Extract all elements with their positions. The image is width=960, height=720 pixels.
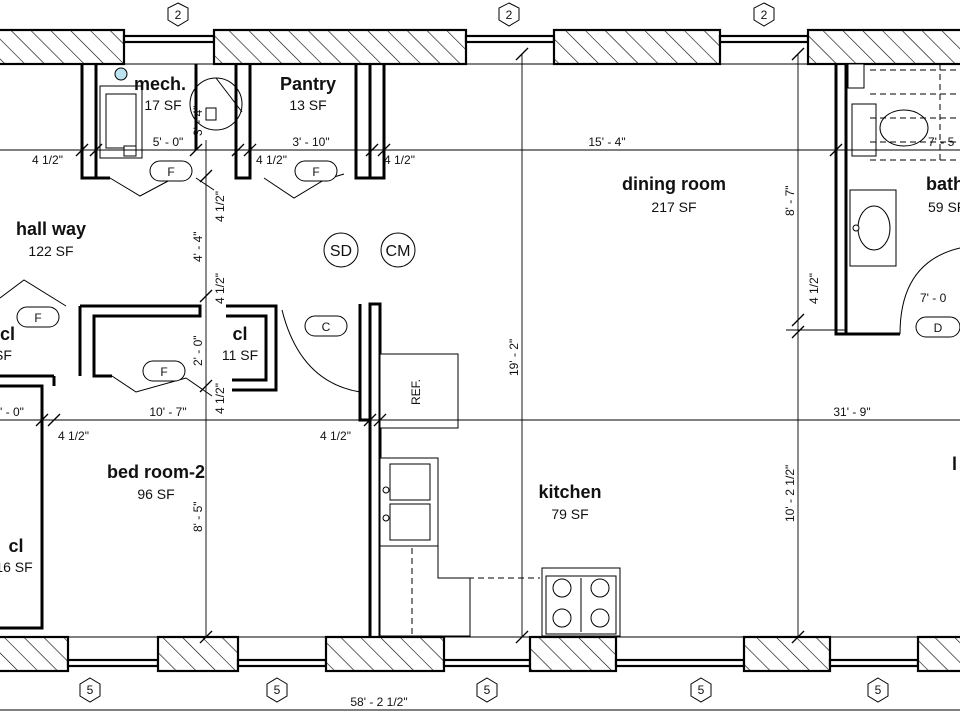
door-tags: F F F F C D [16, 160, 960, 382]
room-name-bedroom: bed room-2 [107, 462, 205, 482]
window-tags-top: 2 2 2 [167, 2, 775, 27]
room-area-dining: 217 SF [651, 199, 696, 215]
room-name-kitchen: kitchen [538, 482, 601, 502]
dim-wall: 4 1/2" [320, 429, 351, 443]
dim-wall: 4 1/2" [58, 429, 89, 443]
room-area-kitchen: 79 SF [551, 506, 588, 522]
dim-left-width: ' - 0" [0, 405, 24, 419]
window-tag: 2 [761, 8, 768, 22]
room-area-hall: 122 SF [28, 243, 73, 259]
dim-bedroom-height: 8' - 5" [191, 501, 205, 532]
dim-wall: 4 1/2" [384, 153, 415, 167]
top-exterior-wall [0, 28, 960, 66]
room-area-bath: 59 SF [928, 199, 960, 215]
window-tag: 5 [274, 683, 281, 697]
door-tag: F [312, 165, 319, 179]
door-tag: F [167, 165, 174, 179]
room-area-mech: 17 SF [144, 97, 181, 113]
refrigerator-label: REF. [409, 379, 423, 405]
dim-mech-height: 3' - 4" [191, 105, 205, 136]
room-name-mech: mech. [134, 74, 186, 94]
door-tag: D [934, 321, 943, 335]
window-tag: 5 [875, 683, 882, 697]
doors [0, 77, 960, 397]
window-tag: 5 [484, 683, 491, 697]
dim-dining-height: 8' - 7" [783, 185, 797, 216]
bottom-exterior-wall [0, 635, 960, 673]
dim-closet-width: 10' - 7" [149, 405, 186, 419]
window-tag: 2 [175, 8, 182, 22]
room-name-pantry: Pantry [280, 74, 336, 94]
dim-bath-width: 7' - 0 [920, 291, 947, 305]
dim-wall: 4 1/2" [807, 273, 821, 304]
dim-kitchen-height: 10' - 2 1/2" [783, 465, 797, 522]
room-area-pantry: 13 SF [289, 97, 326, 113]
room-area-closet-bottom: 16 SF [0, 559, 33, 575]
smoke-detector-symbol: SD [330, 243, 352, 260]
dim-wall: 4 1/2" [213, 191, 227, 222]
window-tag: 2 [506, 8, 513, 22]
dim-mech-width: 5' - 0" [153, 135, 184, 149]
room-area-closet-mid: 11 SF [222, 347, 258, 363]
dim-wall: 4 1/2" [32, 153, 63, 167]
dim-wall: 4 1/2" [256, 153, 287, 167]
dim-pantry-width: 3' - 10" [292, 135, 329, 149]
door-tag: F [160, 365, 167, 379]
ceiling-devices: SD CM [323, 232, 416, 268]
room-area-closet-left: SF [0, 347, 12, 363]
dim-wall: 4 1/2" [213, 273, 227, 304]
room-name-closet-left: cl [0, 324, 15, 344]
dim-right-width: 31' - 9" [833, 405, 870, 419]
room-area-bedroom: 96 SF [137, 486, 174, 502]
room-name-closet-mid: cl [232, 324, 247, 344]
room-labels: mech. 17 SF Pantry 13 SF dining room 217… [0, 74, 960, 575]
window-tag: 5 [87, 683, 94, 697]
dim-closet-height: 2' - 0" [191, 335, 205, 366]
room-name-closet-bottom: cl [8, 536, 23, 556]
dim-overall-width: 58' - 2 1/2" [350, 695, 407, 709]
room-name-hall: hall way [16, 219, 86, 239]
window-tag: 5 [698, 683, 705, 697]
dim-bath-width-top: 7' - 5 [928, 135, 955, 149]
door-tag: F [34, 311, 41, 325]
room-name-dining: dining room [622, 174, 726, 194]
dim-hall-height: 4' - 4" [191, 231, 205, 262]
dimension-labels: 5' - 0" 3' - 10" 15' - 4" 7' - 5 7' - 0 … [0, 105, 955, 709]
room-name-right: l [952, 454, 957, 474]
fixtures [99, 63, 960, 637]
door-tag: C [322, 320, 331, 334]
dimension-lines [0, 47, 960, 711]
dim-full-height: 19' - 2" [507, 339, 521, 376]
dim-dining-width: 15' - 4" [588, 135, 625, 149]
room-name-bath: bath [926, 174, 960, 194]
dim-wall: 4 1/2" [213, 383, 227, 414]
window-tags-bottom: 5 5 5 5 5 [79, 677, 889, 703]
co-monitor-symbol: CM [386, 243, 411, 260]
